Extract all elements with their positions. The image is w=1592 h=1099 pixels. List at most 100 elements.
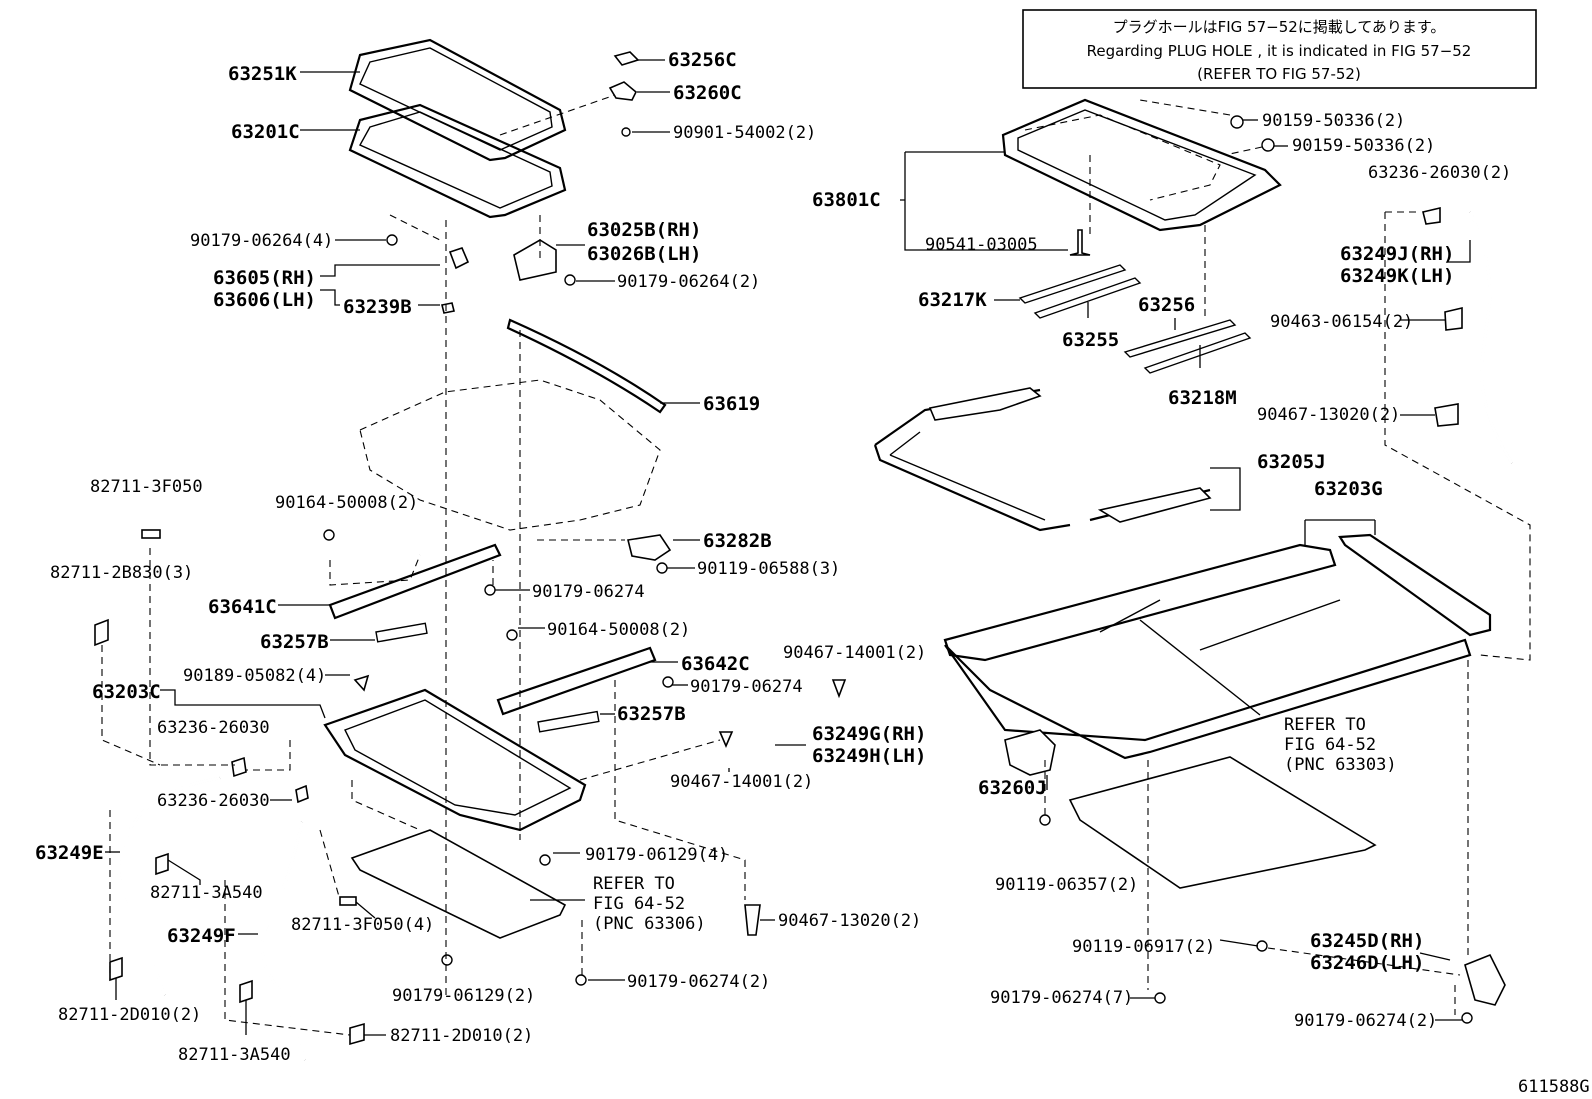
label-63026B: 63026B(LH) <box>587 243 701 265</box>
label-63236-26030-a: 63236-26030 <box>157 718 270 738</box>
label-90467-13020-a: 90467-13020(2) <box>778 911 921 931</box>
label-63257B-a: 63257B <box>260 631 329 653</box>
label-90119-06357: 90119-06357(2) <box>995 875 1138 895</box>
label-63260C: 63260C <box>673 82 742 104</box>
note-line-1: プラグホールはFIG 57−52に掲載してあります。 <box>1113 18 1446 36</box>
clip-parts-left <box>94 529 847 1046</box>
label-90179-06274-b: 90179-06274 <box>690 677 803 697</box>
label-refer-left-3: (PNC 63306) <box>593 914 706 934</box>
label-90179-06129-2: 90179-06129(2) <box>392 986 535 1006</box>
label-63282B: 63282B <box>703 530 772 552</box>
label-90164-50008-a: 90164-50008(2) <box>275 493 418 513</box>
label-90901-54002: 90901-54002(2) <box>673 123 816 143</box>
bracket-parts-top <box>386 51 640 314</box>
label-90467-13020-b: 90467-13020(2) <box>1257 405 1400 425</box>
label-refer-right-2: FIG 64-52 <box>1284 735 1376 755</box>
label-63256: 63256 <box>1138 294 1195 316</box>
bracket-63245D <box>1464 953 1506 1006</box>
label-63236-26030-c: 63236-26030(2) <box>1368 163 1511 183</box>
label-63201C: 63201C <box>231 121 300 143</box>
label-90179-06129-4: 90179-06129(4) <box>585 845 728 865</box>
label-63025B: 63025B(RH) <box>587 219 701 241</box>
note-line-3: (REFER TO FIG 57-52) <box>1197 65 1361 83</box>
sunshade-right <box>1068 756 1377 889</box>
label-63605: 63605(RH) <box>213 267 316 289</box>
rail-63641C <box>328 543 502 620</box>
note-line-2: Regarding PLUG HOLE , it is indicated in… <box>1087 42 1472 60</box>
motor-63260J <box>1004 729 1056 776</box>
label-82711-3A540-a: 82711-3A540 <box>150 883 263 903</box>
plug-hole-note: プラグホールはFIG 57−52に掲載してあります。 Regarding PLU… <box>1022 9 1537 89</box>
screw-icon <box>1039 814 1051 826</box>
label-63642C: 63642C <box>681 653 750 675</box>
label-63203C: 63203C <box>92 681 161 703</box>
pin-icon <box>1069 229 1091 256</box>
label-63255: 63255 <box>1062 329 1119 351</box>
label-63251K: 63251K <box>228 63 297 85</box>
label-63217K: 63217K <box>918 289 987 311</box>
weatherstrip-part <box>348 38 567 162</box>
label-63245D: 63245D(RH) <box>1310 930 1424 952</box>
label-90467-14001-b: 90467-14001(2) <box>670 772 813 792</box>
frame-63203G <box>943 533 1492 760</box>
label-refer-left-1: REFER TO <box>593 874 675 894</box>
label-63257B-b: 63257B <box>617 703 686 725</box>
label-90541-03005: 90541-03005 <box>925 235 1038 255</box>
label-90179-06274-d: 90179-06274(2) <box>1294 1011 1437 1031</box>
strip-parts <box>1018 264 1252 374</box>
label-63619: 63619 <box>703 393 760 415</box>
pad-63257B-upper <box>375 622 428 643</box>
label-refer-right-1: REFER TO <box>1284 715 1366 735</box>
screw-icon <box>656 562 668 574</box>
label-90179-06264-4: 90179-06264(4) <box>190 231 333 251</box>
label-refer-right-3: (PNC 63303) <box>1284 755 1397 775</box>
headliner-outline <box>359 379 661 531</box>
label-90179-06264-2: 90179-06264(2) <box>617 272 760 292</box>
label-63236-26030-b: 63236-26030 <box>157 791 270 811</box>
clip-icon <box>1422 206 1441 225</box>
label-63205J: 63205J <box>1257 451 1326 473</box>
bolt-icon <box>1230 115 1244 129</box>
frame-63203C <box>323 688 587 832</box>
drain-hose-63249F <box>261 821 307 1061</box>
bracket-63282B <box>627 534 672 561</box>
label-90467-14001-a: 90467-14001(2) <box>783 643 926 663</box>
label-63260J: 63260J <box>978 777 1047 799</box>
label-63249E: 63249E <box>35 842 104 864</box>
label-63249G: 63249G(RH) <box>812 723 926 745</box>
label-82711-2D010-a: 82711-2D010(2) <box>58 1005 201 1025</box>
glass-part <box>348 103 567 219</box>
label-82711-2D010-b: 82711-2D010(2) <box>390 1026 533 1046</box>
label-63249F: 63249F <box>167 925 236 947</box>
screw-icon <box>1461 1012 1473 1024</box>
part-labels: 63251K 63201C 63256C 63260C 90901-54002(… <box>35 49 1511 1065</box>
leader-lines-right <box>900 119 1471 1021</box>
figure-id: 611588G <box>1518 1077 1590 1097</box>
screw-icon <box>1154 992 1166 1004</box>
label-82711-3F050: 82711-3F050 <box>90 477 203 497</box>
label-63249J: 63249J(RH) <box>1340 243 1454 265</box>
label-refer-left-2: FIG 64-52 <box>593 894 685 914</box>
rail-63642C <box>496 646 657 716</box>
label-82711-3A540-b: 82711-3A540 <box>178 1045 291 1065</box>
label-63606: 63606(LH) <box>213 289 316 311</box>
clip-icon <box>1434 403 1459 427</box>
leader-lines-left <box>105 59 806 1036</box>
label-82711-2B830: 82711-2B830(3) <box>50 563 193 583</box>
label-63246D: 63246D(LH) <box>1310 952 1424 974</box>
label-63203G: 63203G <box>1314 478 1383 500</box>
sunshade-left <box>350 829 567 939</box>
label-90159-50336-b: 90159-50336(2) <box>1292 136 1435 156</box>
label-63249K: 63249K(LH) <box>1340 265 1454 287</box>
label-63641C: 63641C <box>208 596 277 618</box>
glass-63801C <box>1001 98 1282 232</box>
guide-lines-right <box>1044 99 1531 1015</box>
label-63249H: 63249H(LH) <box>812 745 926 767</box>
label-90119-06917: 90119-06917(2) <box>1072 937 1215 957</box>
label-82711-3F050-4: 82711-3F050(4) <box>291 915 434 935</box>
label-63256C: 63256C <box>668 49 737 71</box>
label-90189-05082: 90189-05082(4) <box>183 666 326 686</box>
deflector-part <box>506 318 667 414</box>
drive-cable-63205J <box>873 387 1212 532</box>
